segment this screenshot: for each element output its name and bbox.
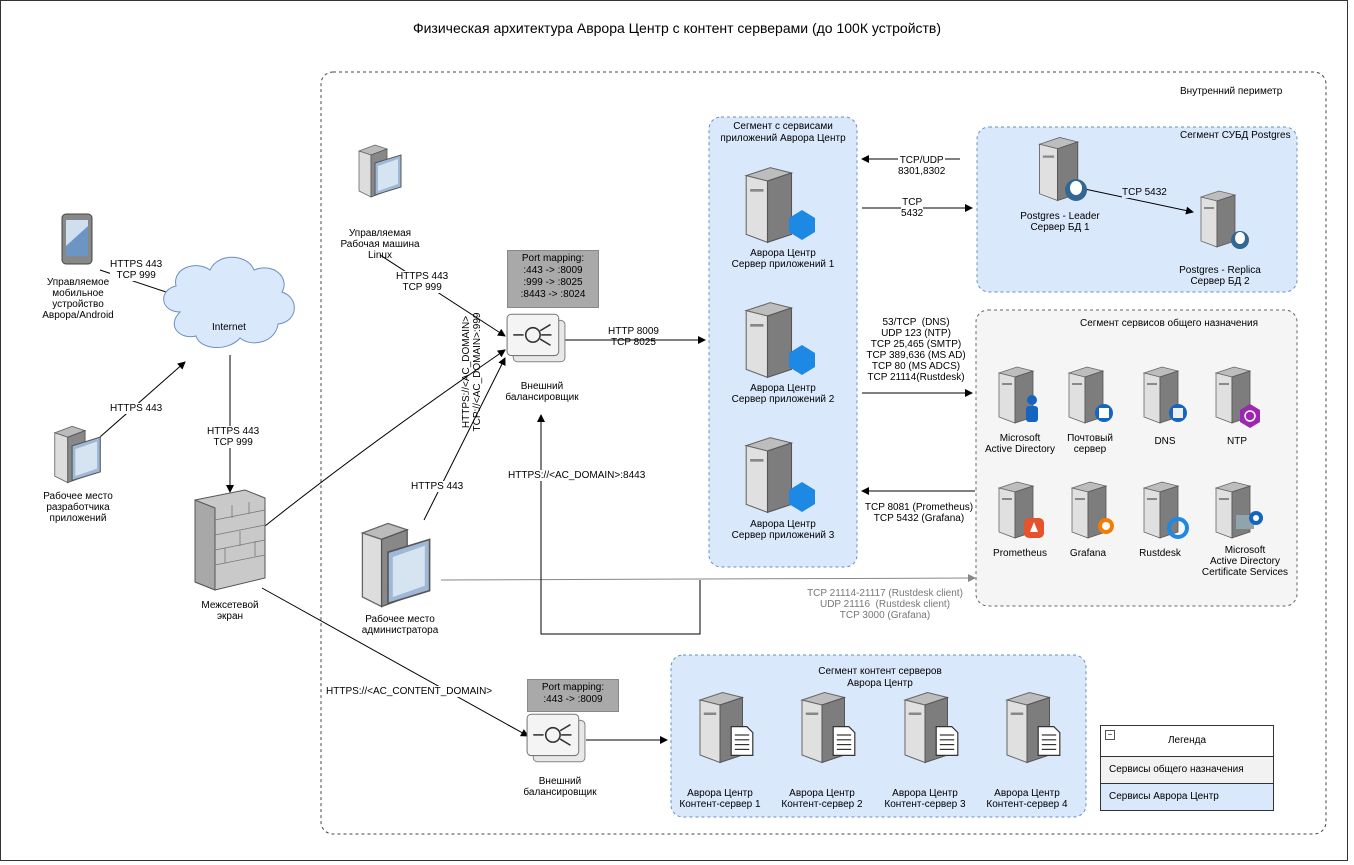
dns-label: DNS	[1154, 436, 1176, 447]
balancer-content-icon	[526, 713, 586, 763]
firewall-label: Межсетевой экран	[201, 600, 259, 622]
edge-label-internet-firewall: HTTPS 443 TCP 999	[207, 426, 260, 448]
content3-label: Аврора Центр Контент-сервер 3	[884, 788, 966, 810]
diagram-title: Физическая архитектура Аврора Центр с ко…	[412, 20, 942, 36]
dns-icon	[1143, 366, 1187, 424]
pg-replica-label: Postgres - Replica Сервер БД 2	[1179, 265, 1261, 287]
balancer-main-icon	[506, 313, 566, 363]
mobile-label: Управляемое мобильное устройство Аврора/…	[42, 277, 114, 321]
content2-label: Аврора Центр Контент-сервер 2	[781, 788, 863, 810]
edge-admin-balancer	[423, 357, 506, 521]
edge-label-leader-replica: TCP 5432	[1122, 187, 1167, 198]
edge-admin-general	[440, 574, 976, 583]
admin-workstation-icon	[361, 522, 431, 608]
edge-leader-replica	[1079, 187, 1194, 215]
edge-label-admin-balancer: HTTPS 443	[411, 481, 464, 492]
edge-label-dev-internet: HTTPS 443	[110, 403, 163, 414]
grafana-label: Grafana	[1069, 548, 1107, 559]
app1-label: Аврора Центр Сервер приложений 1	[731, 248, 835, 270]
edge-label-firewall-balancer: HTTPS://<AC_DOMAIN> TCP://<AC_DOMAIN>:99…	[461, 312, 483, 432]
edge-label-general-to-apps: TCP 8081 (Prometheus) TCP 5432 (Grafana)	[864, 502, 974, 524]
mobile-device-icon	[61, 213, 93, 265]
edge-firewall-balancer	[259, 349, 506, 531]
legend-collapse-icon[interactable]: −	[1105, 730, 1115, 740]
dev-workstation-icon	[54, 425, 101, 484]
prometheus-icon	[998, 481, 1044, 539]
internet-cloud	[163, 256, 295, 348]
edge-label-balancer-apps: HTTP 8009 TCP 8025	[608, 326, 659, 348]
legend-header: − Легенда	[1101, 726, 1273, 757]
legend-aurora: Сервисы Аврора Центр	[1101, 784, 1273, 810]
ntp-icon	[1215, 366, 1260, 428]
app-server-3-icon	[745, 436, 815, 514]
segment-general-title: Сегмент сервисов общего назначения	[1080, 318, 1258, 329]
app2-label: Аврора Центр Сервер приложений 2	[731, 383, 835, 405]
segment-content	[670, 654, 1087, 818]
segment-postgres-title: Сегмент СУБД Postgres	[1180, 130, 1291, 141]
prometheus-label: Prometheus	[993, 548, 1047, 559]
rustdesk-label: Rustdesk	[1139, 548, 1181, 559]
inner-perimeter-label: Внутренний периметр	[1180, 86, 1283, 97]
linux-workstation-label: Управляемая Рабочая машина Linux	[340, 228, 420, 261]
edge-label-apps-to-pg: TCP 5432	[901, 197, 924, 219]
edge-label-linux-balancer: HTTPS 443 TCP 999	[396, 271, 449, 293]
app-server-2-icon	[745, 301, 815, 379]
edge-label-mobile-internet: HTTPS 443 TCP 999	[110, 259, 163, 281]
app3-label: Аврора Центр Сервер приложений 3	[731, 519, 835, 541]
ntp-label: NTP	[1227, 436, 1247, 447]
ms-ad-icon	[998, 366, 1038, 424]
balancer-content-label: Внешний балансировщик	[523, 776, 597, 798]
legend-title: Легенда	[1167, 735, 1207, 746]
edge-label-admin-8443: HTTPS://<AC_DOMAIN>:8443	[508, 470, 646, 481]
edge-linux-balancer	[379, 254, 506, 337]
legend-general: Сервисы общего назначения	[1101, 757, 1273, 784]
mail-label: Почтовый сервер	[1067, 433, 1113, 455]
firewall-icon	[194, 489, 266, 591]
edge-admin-8443	[537, 414, 701, 635]
port-mapping-main: Port mapping: :443 -> :8009 :999 -> :802…	[507, 250, 599, 308]
linux-workstation-icon	[358, 144, 402, 198]
inner-perimeter	[320, 71, 1327, 835]
balancer-main-label: Внешний балансировщик	[505, 381, 579, 403]
mail-server-icon	[1068, 366, 1113, 424]
rustdesk-icon	[1143, 481, 1189, 539]
postgres-leader-icon	[1038, 136, 1087, 202]
admin-workstation-label: Рабочее место администратора	[361, 614, 439, 636]
ms-ad-label: Microsoft Active Directory	[984, 433, 1055, 455]
adcs-label: Microsoft Active Directory Certificate S…	[1201, 545, 1289, 578]
internet-label: Internet	[212, 322, 246, 333]
legend: − Легенда Сервисы общего назначения Серв…	[1100, 725, 1274, 811]
port-mapping-content: Port mapping: :443 -> :8009	[527, 679, 619, 712]
pg-leader-label: Postgres - Leader Сервер БД 1	[1020, 211, 1100, 233]
edge-firewall-content	[261, 587, 529, 737]
edge-label-pg-to-apps: TCP/UDP 8301,8302	[898, 155, 946, 177]
app-server-1-icon	[745, 166, 815, 244]
content4-label: Аврора Центр Контент-сервер 4	[986, 788, 1068, 810]
content1-label: Аврора Центр Контент-сервер 1	[679, 788, 761, 810]
grafana-icon	[1071, 481, 1114, 539]
segment-apps-title: Сегмент с сервисами приложений Аврора Це…	[720, 121, 846, 144]
adcs-icon	[1215, 481, 1263, 539]
segment-content-title: Сегмент контент серверов Аврора Центр	[818, 666, 942, 689]
postgres-replica-icon	[1200, 190, 1249, 249]
edge-label-admin-general: TCP 21114-21117 (Rustdesk client) UDP 21…	[807, 588, 963, 621]
edge-dev-internet	[99, 361, 186, 438]
dev-workstation-label: Рабочее место разработчика приложений	[43, 491, 113, 524]
edge-label-firewall-content: HTTPS://<AC_CONTENT_DOMAIN>	[326, 686, 493, 697]
edge-label-apps-to-general: 53/TCP (DNS) UDP 123 (NTP) TCP 25,465 (S…	[866, 317, 966, 383]
